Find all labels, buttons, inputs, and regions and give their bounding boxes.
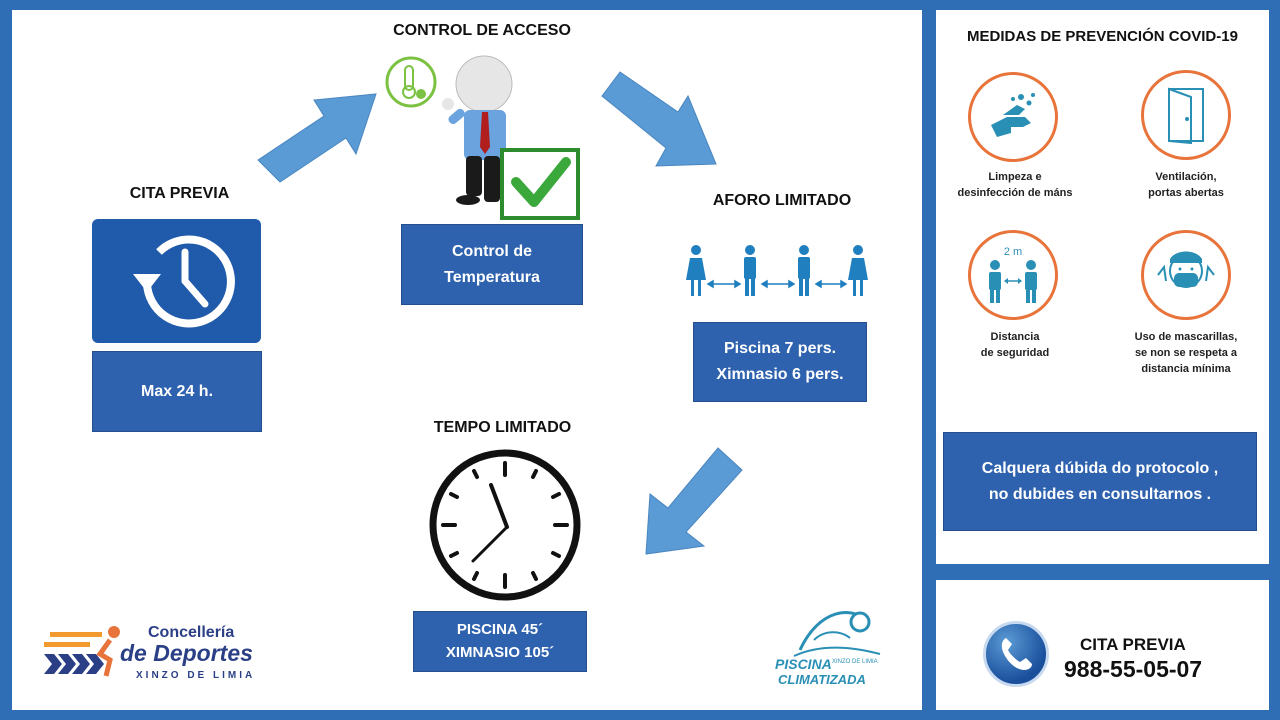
note-line1: Calquera dúbida do protocolo , bbox=[981, 459, 1219, 477]
distance-badge: 2 m bbox=[1003, 245, 1023, 258]
control-temperature-box: Control de Temperatura bbox=[401, 224, 583, 305]
open-door-icon bbox=[1141, 70, 1231, 160]
piscina-text-2: CLIMATIZADA bbox=[778, 672, 866, 687]
hand-wash-icon bbox=[968, 72, 1058, 162]
concelleria-text-2: de Deportes bbox=[120, 640, 253, 666]
item3-line1: Distancia bbox=[990, 331, 1040, 343]
aforo-box: Piscina 7 pers. Ximnasio 6 pers. bbox=[693, 322, 867, 402]
item3-line2: de seguridad bbox=[980, 346, 1050, 359]
control-box-line2: Temperatura bbox=[444, 268, 540, 286]
tempo-title: TEMPO LIMITADO bbox=[433, 419, 572, 436]
control-box-line1: Control de bbox=[452, 242, 532, 260]
phone-panel: CITA PREVIA 988-55-05-07 bbox=[936, 580, 1269, 710]
concelleria-text-1: Concellería bbox=[148, 624, 235, 641]
concelleria-logo: Concellería de Deportes XINZO DE LIMIA bbox=[40, 612, 260, 692]
phone-number[interactable]: 988-55-05-07 bbox=[1064, 656, 1203, 682]
arrow-down-left-icon bbox=[645, 447, 743, 555]
social-distance-icon: 2 m bbox=[968, 230, 1058, 320]
arrow-up-right-icon bbox=[257, 93, 377, 183]
main-panel: CONTROL DE ACCESO Control de bbox=[12, 10, 922, 710]
tempo-box: PISCINA 45´ XIMNASIO 105´ bbox=[413, 611, 587, 672]
note-line2: no dubides en consultarnos . bbox=[988, 485, 1212, 503]
runner-logo-icon bbox=[44, 626, 120, 677]
piscina-logo: PISCINA XINZO DE LIMIA CLIMATIZADA bbox=[772, 600, 892, 698]
people-distance-icon bbox=[680, 240, 876, 302]
item4-caption: Uso de mascarillas, se non se respeta a … bbox=[1112, 330, 1260, 378]
item4-line3: distancia mínima bbox=[1141, 362, 1231, 375]
tempo-line1: PISCINA 45´ bbox=[456, 621, 544, 638]
item4-line2: se non se respeta a bbox=[1134, 346, 1238, 359]
piscina-text-3: XINZO DE LIMIA bbox=[832, 659, 878, 665]
covid-title: MEDIDAS DE PREVENCIÓN COVID-19 bbox=[967, 28, 1238, 45]
piscina-text-1: PISCINA bbox=[775, 656, 832, 672]
covid-panel: MEDIDAS DE PREVENCIÓN COVID-19 Limpeza e… bbox=[936, 10, 1269, 564]
access-control-illustration bbox=[384, 52, 584, 222]
item2-line1: Ventilación, bbox=[1155, 171, 1217, 183]
arrow-down-right-icon bbox=[601, 71, 717, 167]
history-clock-icon bbox=[92, 219, 261, 343]
item1-line2: desinfección de máns bbox=[957, 186, 1073, 199]
swimmer-logo-icon bbox=[793, 611, 881, 657]
concelleria-text-3: XINZO DE LIMIA bbox=[136, 670, 256, 681]
tempo-line2: XIMNASIO 105´ bbox=[445, 643, 555, 661]
cita-box: Max 24 h. bbox=[92, 351, 262, 432]
control-title: CONTROL DE ACCESO bbox=[393, 22, 571, 39]
phone-icon[interactable] bbox=[983, 621, 1049, 687]
item1-caption: Limpeza e desinfección de máns bbox=[944, 170, 1086, 202]
aforo-line2: Ximnasio 6 pers. bbox=[716, 366, 844, 383]
face-mask-icon bbox=[1141, 230, 1231, 320]
aforo-title: AFORO LIMITADO bbox=[712, 192, 852, 209]
item2-line2: portas abertas bbox=[1148, 186, 1224, 199]
item4-line1: Uso de mascarillas, bbox=[1134, 331, 1238, 343]
item2-caption: Ventilación, portas abertas bbox=[1114, 170, 1258, 202]
item3-caption: Distancia de seguridad bbox=[944, 330, 1086, 362]
wall-clock-icon bbox=[427, 447, 583, 603]
item1-line1: Limpeza e bbox=[988, 171, 1042, 183]
aforo-line1: Piscina 7 pers. bbox=[723, 340, 837, 358]
cita-title: CITA PREVIA bbox=[129, 185, 230, 202]
phone-label: CITA PREVIA bbox=[1080, 635, 1186, 654]
contact-note-box: Calquera dúbida do protocolo , no dubide… bbox=[943, 432, 1257, 531]
